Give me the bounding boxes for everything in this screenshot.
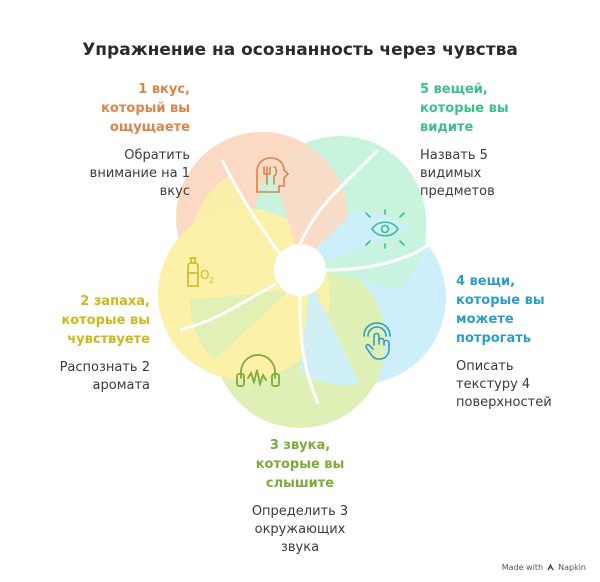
eye-icon bbox=[365, 209, 405, 249]
headphones-icon bbox=[236, 354, 280, 388]
napkin-logo-icon bbox=[547, 563, 554, 571]
svg-text:O: O bbox=[200, 268, 209, 282]
made-with-label: Made with bbox=[501, 563, 544, 572]
head-fork-knife-icon bbox=[256, 157, 290, 193]
touch-hand-icon bbox=[363, 322, 391, 360]
made-with-napkin-badge[interactable]: Made with Napkin bbox=[502, 563, 586, 572]
svg-text:2: 2 bbox=[209, 276, 214, 285]
page-title: Упражнение на осознанность через чувства bbox=[82, 40, 518, 60]
napkin-label: Napkin bbox=[558, 563, 586, 572]
bottle-o2-icon: O 2 bbox=[187, 257, 214, 287]
